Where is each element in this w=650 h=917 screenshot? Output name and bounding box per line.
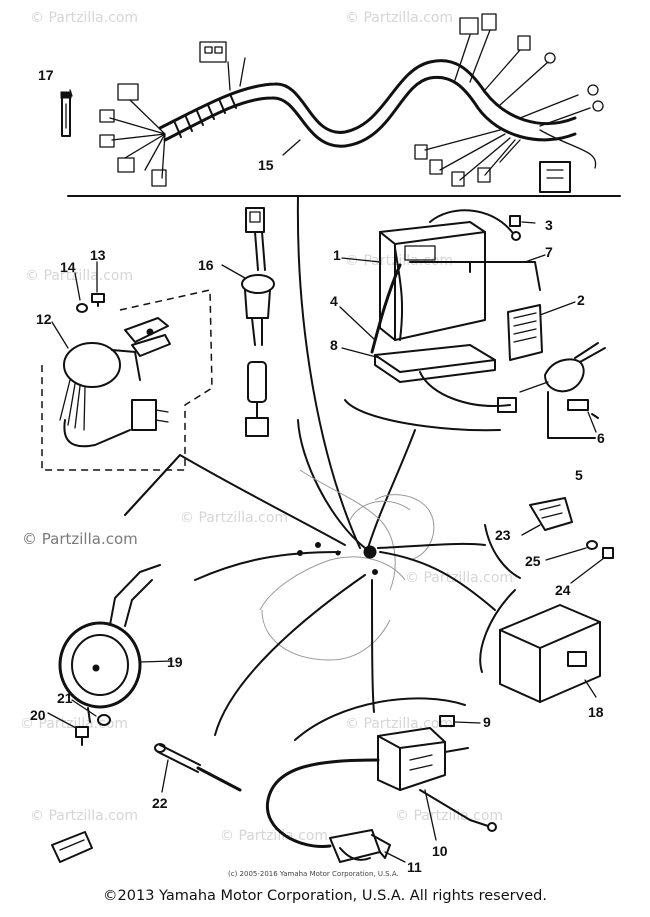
callout-18: 18	[588, 704, 604, 720]
part-3-screw	[509, 215, 521, 227]
part-16-ignition-switch	[241, 207, 275, 437]
callout-17: 17	[38, 67, 54, 83]
callout-22: 22	[152, 795, 168, 811]
callout-11: 11	[407, 859, 422, 875]
callout-labels: 17 15 3 1 7 16 14 13 12 4 2 8 6 5 23 25 …	[30, 67, 605, 875]
callout-21: 21	[57, 690, 73, 706]
callout-9: 9	[483, 714, 491, 730]
watermark: © Partzilla.com	[220, 828, 328, 844]
part-8-battery-tray	[374, 344, 517, 413]
callout-15: 15	[258, 157, 274, 173]
callout-6: 6	[597, 430, 605, 446]
part-9-bolt	[439, 715, 455, 727]
part-7-battery-band	[409, 261, 541, 291]
battery-boundary	[297, 399, 501, 549]
callout-4: 4	[330, 293, 338, 309]
part-13-14-bolt-washer	[76, 293, 105, 313]
loose-connector	[51, 831, 93, 863]
part-18-flasher	[479, 589, 601, 703]
wire-harness	[67, 13, 621, 549]
callout-24: 24	[555, 582, 571, 598]
part-17-fuse	[60, 91, 72, 137]
part-12-main-switch-group	[41, 289, 213, 471]
callout-13: 13	[90, 247, 106, 263]
callout-leaders	[47, 89, 605, 863]
callout-8: 8	[330, 337, 338, 353]
watermark: © Partzilla.com	[25, 268, 133, 284]
watermark: © Partzilla.com	[30, 808, 138, 824]
watermark: © Partzilla.com	[345, 716, 453, 732]
callout-1: 1	[333, 247, 341, 263]
callout-23: 23	[495, 527, 511, 543]
watermark: © Partzilla.com	[30, 10, 138, 26]
callout-5: 5	[575, 467, 583, 483]
part-5-relay	[519, 342, 606, 393]
callout-20: 20	[30, 707, 46, 723]
watermark: © Partzilla.com	[395, 808, 503, 824]
callout-25: 25	[525, 553, 541, 569]
callout-19: 19	[167, 654, 183, 670]
callout-12: 12	[36, 311, 52, 327]
watermark: © Partzilla.com	[345, 10, 453, 26]
part-6-screw	[547, 391, 599, 439]
part-1-battery	[370, 209, 521, 354]
part-23-bracket	[484, 497, 573, 579]
callout-16: 16	[198, 257, 214, 273]
callout-2: 2	[577, 292, 585, 308]
callout-7: 7	[545, 244, 553, 260]
watermark: © Partzilla.com	[180, 510, 288, 526]
callout-10: 10	[432, 843, 448, 859]
part-21-20-hardware	[75, 714, 111, 746]
main-watermark: © Partzilla.com	[22, 530, 138, 548]
copyright-footer: ©2013 Yamaha Motor Corporation, U.S.A. A…	[103, 888, 547, 904]
watermark-layer: © Partzilla.com © Partzilla.com © Partzi…	[20, 10, 513, 844]
watermark: © Partzilla.com	[20, 716, 128, 732]
watermark: © Partzilla.com	[405, 570, 513, 586]
callout-14: 14	[60, 259, 76, 275]
leader-lines	[124, 454, 496, 736]
part-19-horn	[58, 564, 161, 723]
part-2-label	[507, 304, 543, 361]
part-10-ignition-coil	[294, 697, 497, 832]
frame-hub	[259, 469, 435, 661]
part-25-24-hardware	[586, 540, 614, 559]
part-22-probe	[154, 743, 242, 792]
watermark: © Partzilla.com	[345, 253, 453, 269]
callout-3: 3	[545, 217, 553, 233]
small-copyright: (c) 2005-2016 Yamaha Motor Corporation, …	[228, 870, 399, 878]
part-11-plug-cap	[265, 758, 391, 863]
